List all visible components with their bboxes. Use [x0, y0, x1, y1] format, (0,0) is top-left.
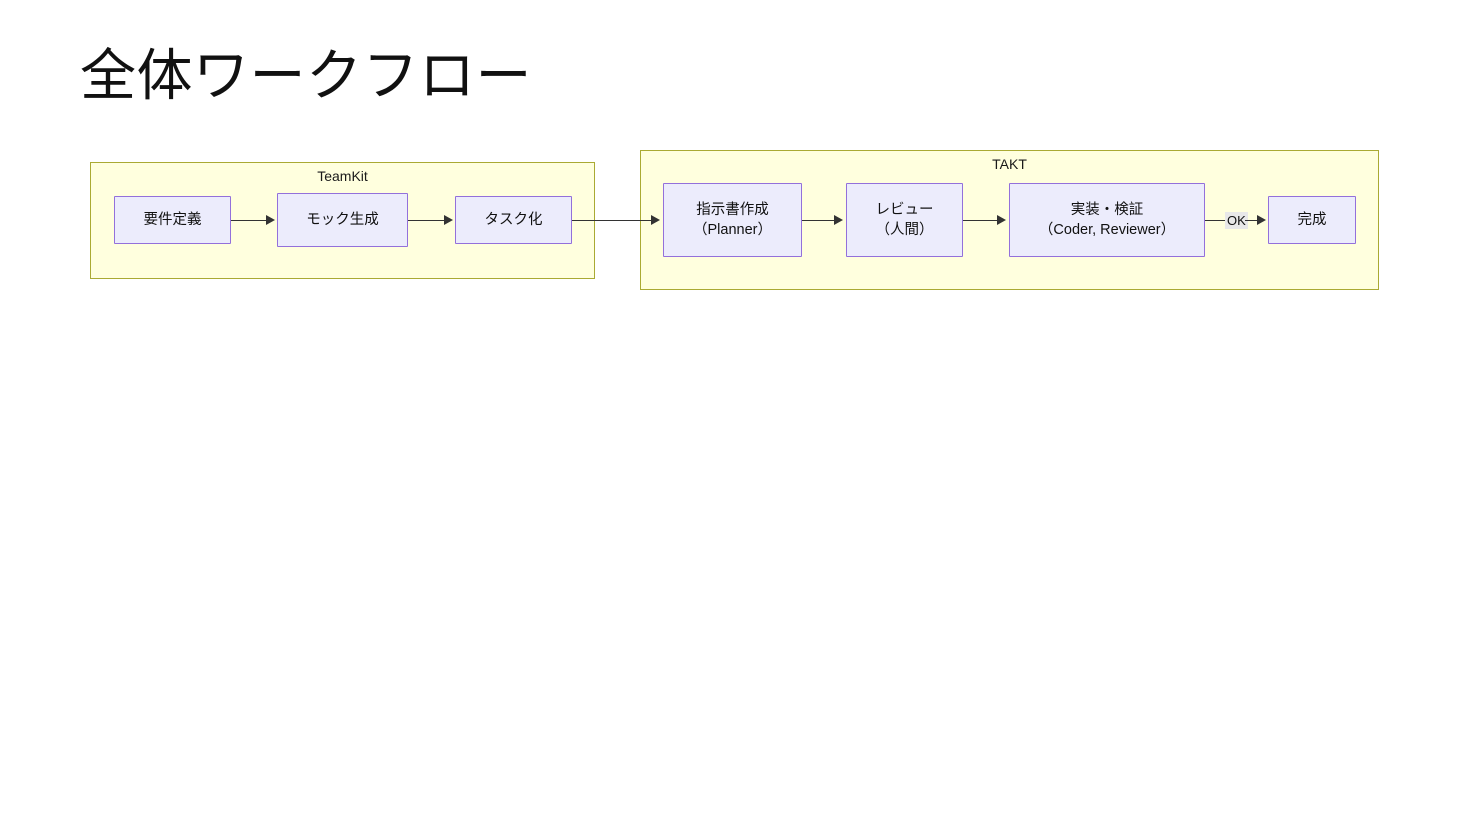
arrow-head-icon — [266, 215, 275, 225]
edge-implementation-to-done-tail — [1245, 220, 1258, 221]
edge-implementation-to-done — [1205, 220, 1225, 221]
edge-mock-to-task — [408, 220, 445, 221]
arrow-head-icon — [834, 215, 843, 225]
node-completed[interactable]: 完成 — [1268, 196, 1356, 244]
node-mock-generation[interactable]: モック生成 — [277, 193, 408, 247]
edge-requirements-to-mock — [231, 220, 267, 221]
edge-review-to-implementation — [963, 220, 998, 221]
arrow-head-icon — [997, 215, 1006, 225]
node-instruction-planner[interactable]: 指示書作成 （Planner） — [663, 183, 802, 257]
cluster-takt-label: TAKT — [992, 156, 1027, 172]
arrow-head-icon — [444, 215, 453, 225]
arrow-head-icon — [651, 215, 660, 225]
edge-label-ok: OK — [1225, 212, 1248, 229]
node-requirements[interactable]: 要件定義 — [114, 196, 231, 244]
node-task-breakdown[interactable]: タスク化 — [455, 196, 572, 244]
node-implementation-verification[interactable]: 実装・検証 （Coder, Reviewer） — [1009, 183, 1205, 257]
cluster-teamkit-label: TeamKit — [317, 168, 368, 184]
node-review-human[interactable]: レビュー （人間） — [846, 183, 963, 257]
edge-planner-to-review — [802, 220, 835, 221]
page-title: 全体ワークフロー — [80, 44, 532, 107]
edge-task-to-planner — [572, 220, 652, 221]
arrow-head-icon — [1257, 215, 1266, 225]
